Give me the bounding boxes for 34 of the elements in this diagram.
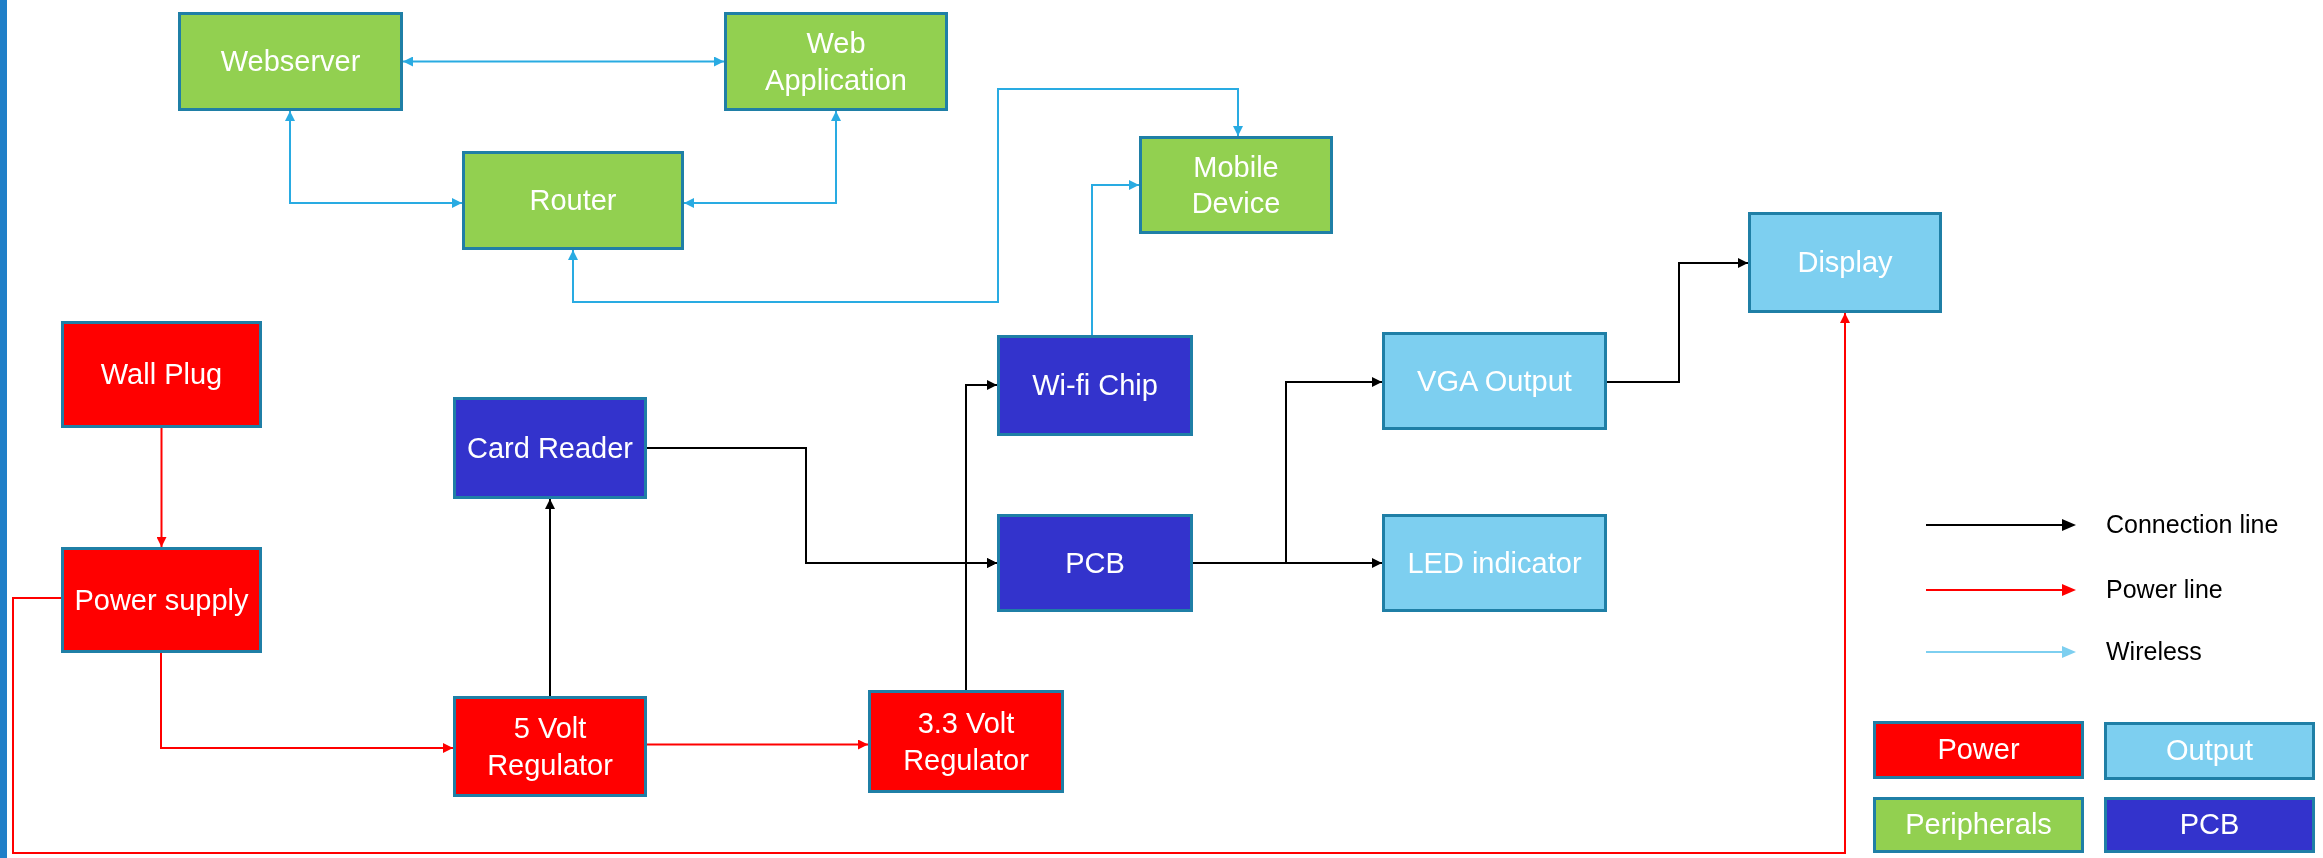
legend-text: Power line <box>2106 574 2223 606</box>
block-box: Webserver <box>178 12 403 111</box>
block-box: Power supply <box>61 547 262 653</box>
arrow <box>160 652 454 753</box>
block-box: 5 Volt Regulator <box>453 696 647 797</box>
arrow <box>1192 558 1383 568</box>
arrow <box>545 498 555 697</box>
legend-text: Wireless <box>2106 636 2202 668</box>
block-box: Wall Plug <box>61 321 262 428</box>
block-box: Router <box>462 151 684 250</box>
arrow <box>646 739 869 750</box>
arrow <box>156 427 167 548</box>
arrow <box>1091 180 1140 336</box>
arrow <box>568 88 1243 303</box>
arrow <box>683 110 841 208</box>
arrow <box>285 110 463 208</box>
legend-text: Connection line <box>2106 509 2279 541</box>
arrow <box>965 558 998 691</box>
block-box: 3.3 Volt Regulator <box>868 690 1064 793</box>
legend-key: Output <box>2104 722 2315 780</box>
block-box: Web Application <box>724 12 948 111</box>
block-box: Display <box>1748 212 1942 313</box>
block-box: Wi-fi Chip <box>997 335 1193 436</box>
arrow <box>12 312 1850 854</box>
arrow <box>402 56 725 67</box>
block-box: VGA Output <box>1382 332 1607 430</box>
arrow <box>1606 258 1749 383</box>
legend-key: PCB <box>2104 797 2315 853</box>
block-box: Mobile Device <box>1139 136 1333 234</box>
block-box: PCB <box>997 514 1193 612</box>
block-box: LED indicator <box>1382 514 1607 612</box>
block-box: Card Reader <box>453 397 647 499</box>
legend-key: Power <box>1873 721 2084 779</box>
legend-key: Peripherals <box>1873 797 2084 853</box>
